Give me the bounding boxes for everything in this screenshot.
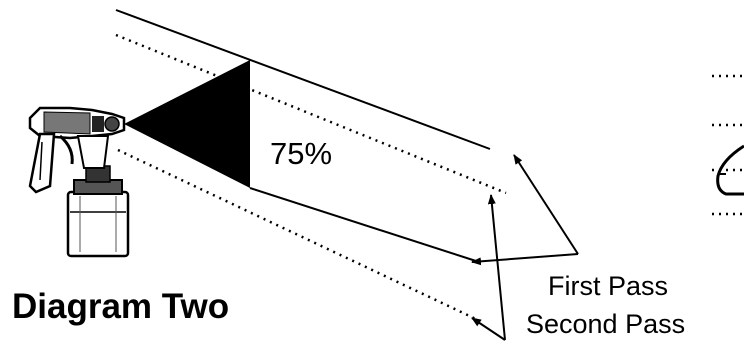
first-pass-label: First Pass: [548, 271, 668, 301]
next-diagram-fragment: [712, 74, 744, 216]
second-pass-label: Second Pass: [526, 309, 685, 339]
second-pass-arrow-upper: [487, 194, 506, 341]
first-pass-arrow-upper: [513, 154, 579, 255]
diagram-title: Diagram Two: [12, 287, 229, 326]
second-pass-top-edge: [115, 33, 507, 195]
first-pass-arrow-lower: [471, 253, 579, 266]
first-pass-bottom-edge: [249, 187, 477, 262]
first-pass-top-edge: [115, 9, 491, 150]
second-pass-arrow-lower: [471, 317, 506, 341]
second-pass-bottom-edge: [117, 148, 477, 321]
overlap-percentage-label: 75%: [270, 136, 332, 171]
spray-fan: [124, 60, 250, 188]
spray-gun-icon: [28, 106, 130, 258]
